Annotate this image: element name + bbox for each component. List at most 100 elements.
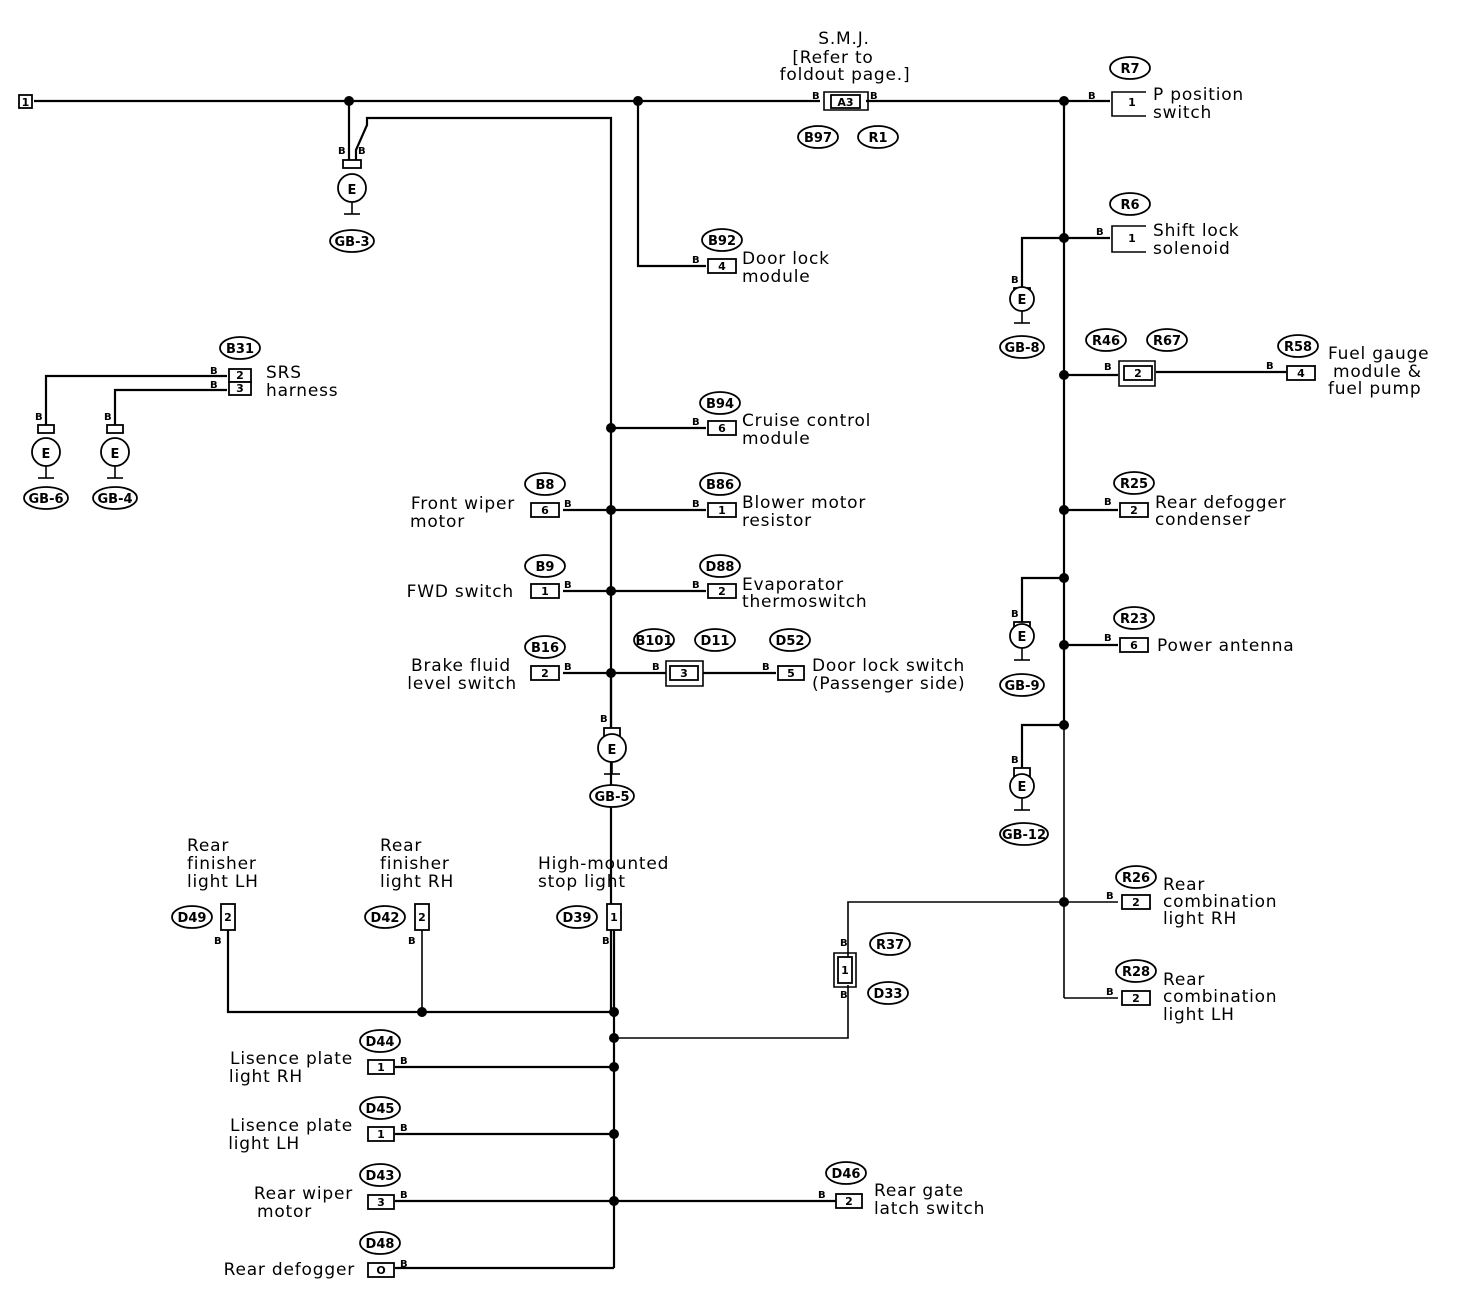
wire-color-label: B [564,580,572,591]
ground-label-gb3: GB-3 [334,235,369,250]
power-antenna-line1-label: Power antenna [1157,636,1295,656]
rear-combo-lh-line3-label: light LH [1163,1005,1235,1025]
rear-combo-lh-line1-label: Rear [1163,970,1205,990]
rear-wiper-pin-label: 3 [377,1196,385,1209]
ground-symbol-label: E [608,743,617,758]
joint-r37-pin-label: 1 [841,964,849,977]
wires [34,99,1286,1270]
ground-label-gb9: GB-9 [1004,679,1039,694]
ground-gb9: B E GB-9 [999,609,1045,697]
wire-color-label: B [870,91,878,102]
rear-defogger-condenser-line2-label: condenser [1155,510,1251,530]
wire-color-label: B [840,990,848,1001]
door-lock-switch-line1-label: Door lock switch [812,656,965,676]
wire-color-label: B [652,662,660,673]
brake-fluid-tag-label: B16 [531,641,559,656]
wire-color-label: B [1088,91,1096,102]
ground-gb5: B E GB-5 [589,714,635,808]
high-mounted-pin-label: 1 [610,911,618,924]
wire-color-label: B [564,499,572,510]
wire-color-label: B [818,1190,826,1201]
ground-gb6: B E GB-6 [23,412,69,510]
door-lock-switch-line2-label: (Passenger side) [812,674,965,694]
ground-label-gb8: GB-8 [1004,341,1039,356]
fuel-gauge-pin-label: 4 [1297,367,1305,380]
power-antenna: R23 B 6 Power antenna [1104,606,1295,656]
evaporator-tag-label: D88 [706,560,735,575]
wire-color-label: B [762,662,770,673]
joint-r37-tag-bottom-label: D33 [874,987,903,1002]
wire-color-label: B [1106,891,1114,902]
rear-combo-rh-line3-label: light RH [1163,909,1237,929]
wire-color-label: B [812,91,820,102]
rear-wiper-line2-label: motor [257,1202,312,1222]
door-lock-module: B92 B 4 Door lock module [692,228,829,287]
wire-color-label: B [400,1123,408,1134]
rear-combination-light-lh: R28 B 2 Rear combination light LH [1106,959,1277,1025]
license-plate-light-rh: D44 1 B Lisence plate light RH [229,1029,408,1087]
fwd-switch: B9 1 B FWD switch [407,554,572,602]
joint-r46-pin-label: 2 [1134,367,1142,380]
wire-color-label: B [692,580,700,591]
door-lock-switch-tag-label: D52 [776,634,805,649]
joint-b101-tag-left-label: B101 [635,634,672,649]
rear-combination-light-rh: R26 B 2 Rear combination light RH [1106,865,1277,929]
door-lock-switch: D52 B 5 Door lock switch (Passenger side… [762,628,965,694]
power-antenna-tag-label: R23 [1120,612,1148,627]
joint-b101-pin-label: 3 [680,667,688,680]
wire-color-label: B [408,936,416,947]
rear-combo-lh-tag-label: R28 [1122,965,1150,980]
srs-line1-label: SRS [266,363,302,383]
brake-fluid-pin-label: 2 [541,667,549,680]
ground-symbol-label: E [42,447,51,462]
joint-r46-tag-left-label: R46 [1092,334,1120,349]
smj-title: S.M.J. [818,29,869,49]
rear-defogger-condenser-pin-label: 2 [1130,504,1138,517]
p-position-tag-label: R7 [1120,62,1139,77]
cruise-tag-label: B94 [706,397,734,412]
high-mounted-line1-label: High-mounted [538,854,669,874]
license-lh-pin-label: 1 [377,1128,385,1141]
rear-finisher-lh-pin-label: 2 [224,911,232,924]
blower-motor-resistor: B86 B 1 Blower motor resistor [692,472,866,531]
rear-wiper-motor: D43 3 B Rear wiper motor [254,1163,408,1222]
fuel-gauge-line1-label: Fuel gauge [1328,344,1429,364]
fwd-switch-line1-label: FWD switch [407,582,514,602]
brake-fluid-line2-label: level switch [407,674,517,694]
wire-color-label: B [35,412,43,423]
rear-finisher-rh-line3-label: light RH [380,872,454,892]
wire-color-label: B [1011,609,1019,620]
evaporator-line2-label: thermoswitch [742,592,867,612]
start-terminal: 1 [18,94,33,109]
wire-color-label: B [400,1190,408,1201]
rear-combo-rh-line2-label: combination [1163,892,1277,912]
smj-pin: A3 [837,96,853,109]
license-rh-pin-label: 1 [377,1061,385,1074]
license-rh-line1-label: Lisence plate [230,1049,353,1069]
joint-r37-tag-top-label: R37 [876,938,904,953]
rear-gate-tag-label: D46 [832,1167,861,1182]
wire-color-label: B [210,366,218,377]
wire-color-label: B [1266,361,1274,372]
door-lock-switch-pin-label: 5 [787,667,795,680]
wire-color-label: B [602,936,610,947]
rear-combo-lh-pin-label: 2 [1132,992,1140,1005]
rear-finisher-light-lh: Rear finisher light LH D49 2 B [171,836,258,947]
joint-r46-r67: R46 R67 B 2 [1085,328,1188,387]
rear-finisher-lh-tag-label: D49 [178,911,207,926]
ground-label-gb5: GB-5 [594,790,629,805]
junction-dots [344,96,1069,1206]
rear-defogger-tag-label: D48 [366,1237,395,1252]
rear-defogger-condenser: R25 B 2 Rear defogger condenser [1104,471,1286,530]
cruise-control-module: B94 B 6 Cruise control module [692,391,870,449]
door-lock-module-line2-label: module [742,267,811,287]
blower-line1-label: Blower motor [742,493,866,513]
shift-lock-tag-label: R6 [1120,198,1139,213]
shift-lock-solenoid: R6 B 1 Shift lock solenoid [1096,192,1239,259]
wire-color-label: B [1096,227,1104,238]
rear-defogger-pin-label: O [376,1264,385,1277]
license-lh-tag-label: D45 [366,1102,395,1117]
wire-color-label: B [214,936,222,947]
shift-lock-line1-label: Shift lock [1153,221,1239,241]
